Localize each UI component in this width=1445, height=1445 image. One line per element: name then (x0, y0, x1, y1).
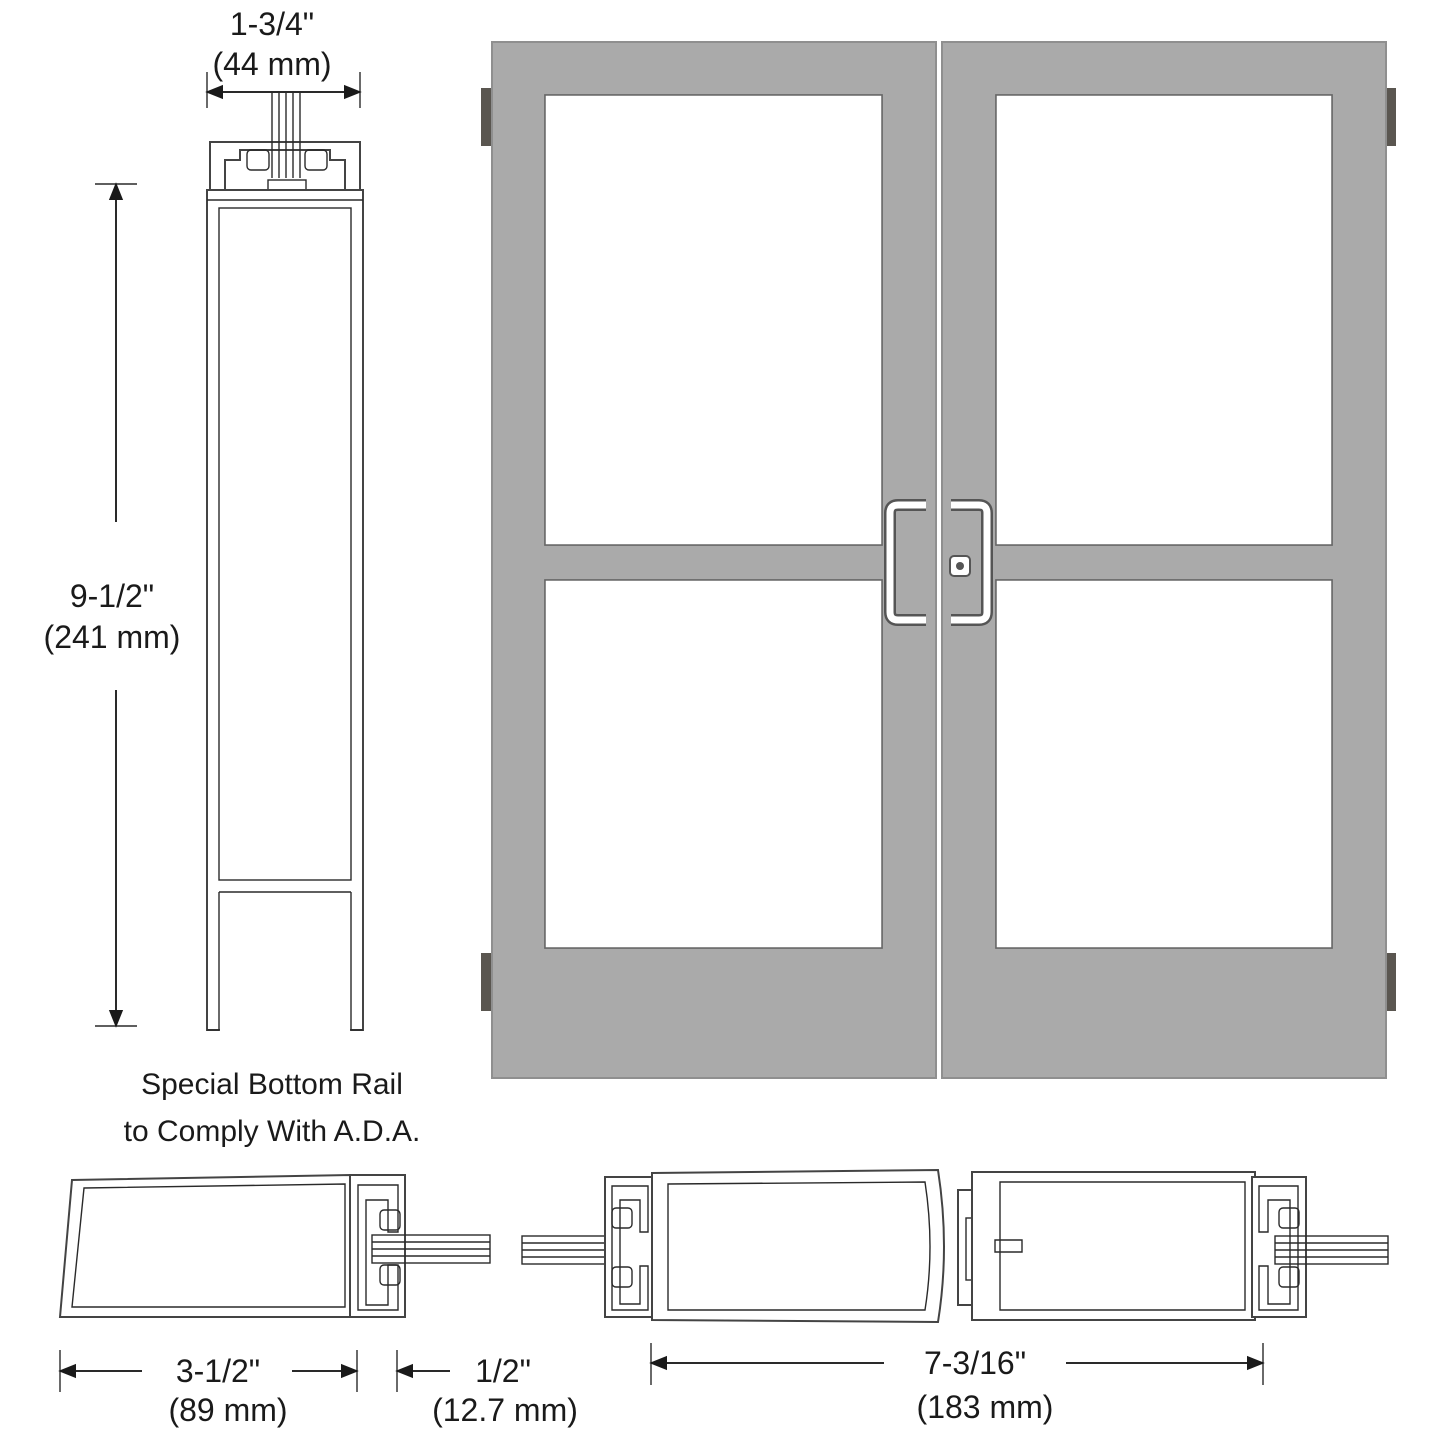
gap-imperial: 1/2" (475, 1353, 531, 1389)
height-imperial: 9-1/2" (70, 578, 154, 614)
bottom-left-width-dimension: 3-1/2" (89 mm) (58, 1350, 359, 1428)
pull-handle-right (951, 499, 993, 626)
lock-cylinder (949, 555, 971, 577)
pair-width-imperial: 7-3/16" (924, 1345, 1026, 1381)
hinge-top-left (481, 88, 493, 146)
pull-handle-left (884, 499, 926, 626)
vertical-section-profile (206, 92, 364, 1033)
top-width-metric: (44 mm) (212, 46, 331, 82)
left-door-leaf (491, 41, 937, 1079)
gap-metric: (12.7 mm) (432, 1392, 578, 1428)
bottom-left-width-metric: (89 mm) (168, 1392, 287, 1428)
top-width-dimension: 1-3/4" (44 mm) (205, 6, 362, 108)
pair-width-metric: (183 mm) (917, 1389, 1054, 1425)
note-line-2: to Comply With A.D.A. (124, 1115, 421, 1148)
double-door-elevation (481, 41, 1396, 1079)
note-line-1: Special Bottom Rail (141, 1068, 403, 1101)
right-door-leaf (941, 41, 1387, 1079)
bottom-right-plan-section (521, 1168, 1389, 1324)
pair-width-dimension: 7-3/16" (183 mm) (649, 1343, 1265, 1425)
bottom-left-width-imperial: 3-1/2" (176, 1353, 260, 1389)
height-dimension: 9-1/2" (241 mm) (44, 182, 181, 1028)
gap-dimension: 1/2" (12.7 mm) (395, 1350, 578, 1428)
bottom-left-plan-section (58, 1173, 491, 1318)
top-width-imperial: 1-3/4" (230, 6, 314, 42)
hinge-bottom-left (481, 953, 493, 1011)
height-metric: (241 mm) (44, 619, 181, 655)
